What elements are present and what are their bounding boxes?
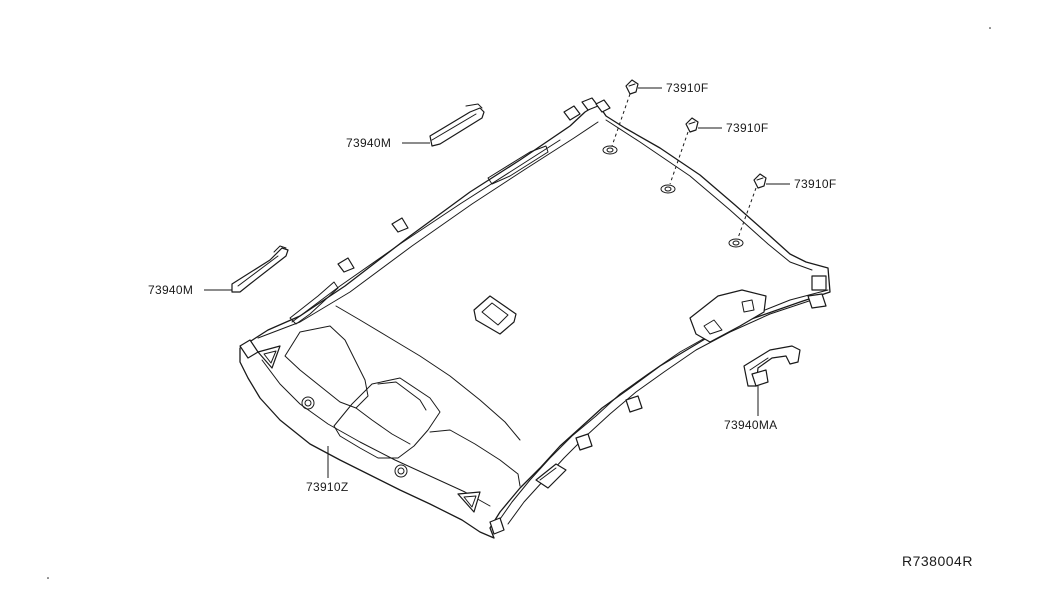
label-clip-3: 73910F: [794, 177, 837, 191]
assist-grip-holder: [743, 345, 801, 416]
clip-part-3: [737, 173, 790, 239]
clip-part-2: [669, 117, 722, 185]
corner-dot: [989, 27, 991, 29]
headlining-panel: [239, 97, 831, 539]
label-clip-2: 73910F: [726, 121, 769, 135]
corner-dot: [47, 577, 49, 579]
label-headlining: 73910Z: [306, 480, 349, 494]
sunvisor-holder-lower: [204, 245, 289, 293]
reference-code: R738004R: [902, 553, 973, 569]
sunvisor-holder-upper: [402, 103, 485, 147]
label-clip-1: 73910F: [666, 81, 709, 95]
label-sunvisor-holder-upper: 73940M: [346, 136, 391, 150]
label-assist-grip-holder: 73940MA: [724, 418, 777, 432]
clip-part-1: [611, 79, 662, 147]
label-sunvisor-holder-lower: 73940M: [148, 283, 193, 297]
